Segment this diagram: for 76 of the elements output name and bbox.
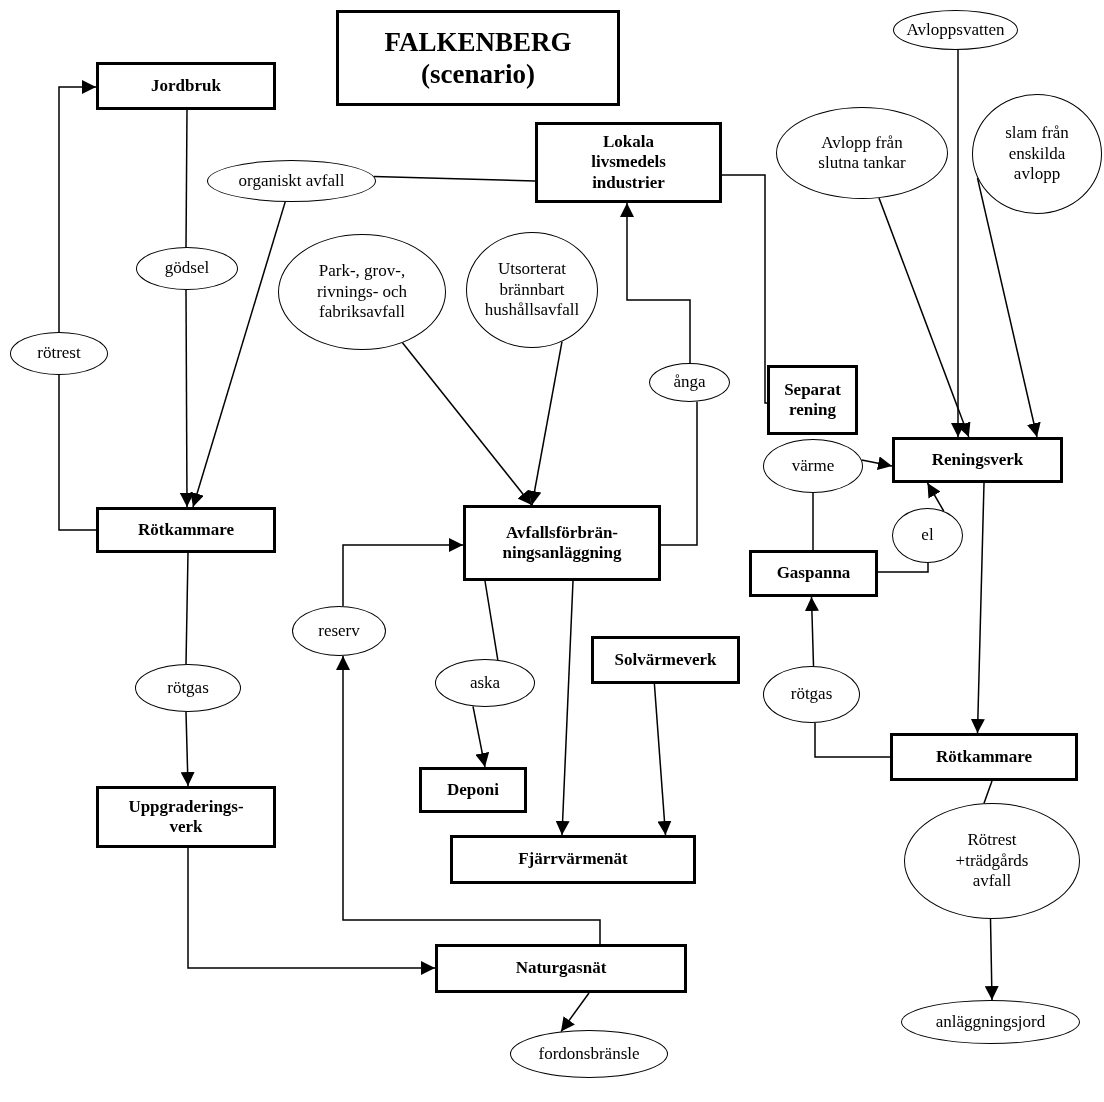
node-label: Fjärrvärmenät xyxy=(518,849,628,870)
node-label: Utsorterat brännbart hushållsavfall xyxy=(483,259,581,321)
arrow xyxy=(401,342,533,506)
arrow xyxy=(187,847,436,975)
arrow xyxy=(179,289,194,508)
arrow xyxy=(336,655,601,945)
arrow xyxy=(976,177,1041,438)
arrow xyxy=(804,596,819,667)
connector-line xyxy=(814,722,891,758)
node-label: värme xyxy=(791,455,835,477)
node-label: Uppgraderings-verk xyxy=(127,796,245,838)
arrow xyxy=(653,683,672,836)
node-label: rötgas xyxy=(167,677,209,699)
node-label: Lokala livsmedels industrier xyxy=(590,131,667,194)
node-label: Reningsverk xyxy=(931,449,1024,471)
process-box xyxy=(435,944,687,993)
node-label: fordonsbränsle xyxy=(538,1043,640,1065)
process-box xyxy=(96,786,276,848)
connector-line xyxy=(185,109,188,248)
node-label: gödsel xyxy=(164,258,210,279)
node-label: Rötrest +trädgårds avfall xyxy=(954,830,1030,892)
process-box xyxy=(96,62,276,110)
node-label: Rötkammare xyxy=(138,519,234,541)
process-box xyxy=(767,365,858,435)
node-label: Jordbruk xyxy=(151,75,221,97)
process-box xyxy=(96,507,276,553)
arrow xyxy=(970,482,985,734)
arrow xyxy=(527,340,563,506)
node-label: Naturgasnät xyxy=(515,958,607,979)
node-label: Avloppsvatten xyxy=(906,19,1005,41)
arrow xyxy=(555,580,574,836)
node-label: Rötkammare xyxy=(936,746,1032,768)
process-box xyxy=(463,505,661,581)
process-box xyxy=(892,437,1063,483)
node-label: reserv xyxy=(318,620,360,642)
connector-line xyxy=(721,174,768,404)
arrow xyxy=(860,456,893,471)
connector-line xyxy=(660,400,698,546)
connector-line xyxy=(812,492,814,551)
arrow xyxy=(951,49,965,438)
node-label: Gaspanna xyxy=(776,563,851,584)
arrow xyxy=(620,202,691,364)
arrow xyxy=(180,711,195,787)
arrow xyxy=(984,918,999,1001)
connector-line xyxy=(58,374,97,531)
connector-line xyxy=(484,580,499,661)
node-label: Solvärmeverk xyxy=(614,649,717,671)
arrow xyxy=(58,80,97,333)
process-box xyxy=(419,767,527,813)
process-box xyxy=(450,835,696,884)
connector-line xyxy=(877,562,929,573)
node-label: rötrest xyxy=(37,343,81,364)
connector-line xyxy=(185,552,189,665)
arrow xyxy=(472,705,490,768)
connector-line xyxy=(373,175,536,182)
process-box xyxy=(890,733,1078,781)
node-label: rötgas xyxy=(790,684,833,705)
node-label: organiskt avfall xyxy=(238,170,345,192)
node-label: Park-, grov-, rivnings- och fabriksavfall xyxy=(315,261,409,323)
title-text: FALKENBERG (scenario) xyxy=(383,25,573,91)
node-label: Avlopp från slutna tankar xyxy=(817,132,907,174)
arrow xyxy=(342,538,464,607)
arrow xyxy=(878,197,971,438)
node-label: Deponi xyxy=(447,779,499,801)
node-label: aska xyxy=(469,672,501,694)
node-label: slam från enskilda avlopp xyxy=(1004,123,1070,185)
arrow xyxy=(190,201,286,508)
process-box xyxy=(749,550,878,597)
node-label: anläggningsjord xyxy=(935,1011,1046,1033)
process-box xyxy=(591,636,740,684)
node-label: Separat rening xyxy=(783,379,842,421)
node-label: ånga xyxy=(673,372,706,393)
node-label: Avfallsförbrän-ningsanläggning xyxy=(501,522,623,564)
node-label: el xyxy=(921,525,934,546)
connector-line xyxy=(983,780,993,804)
process-box xyxy=(535,122,722,203)
